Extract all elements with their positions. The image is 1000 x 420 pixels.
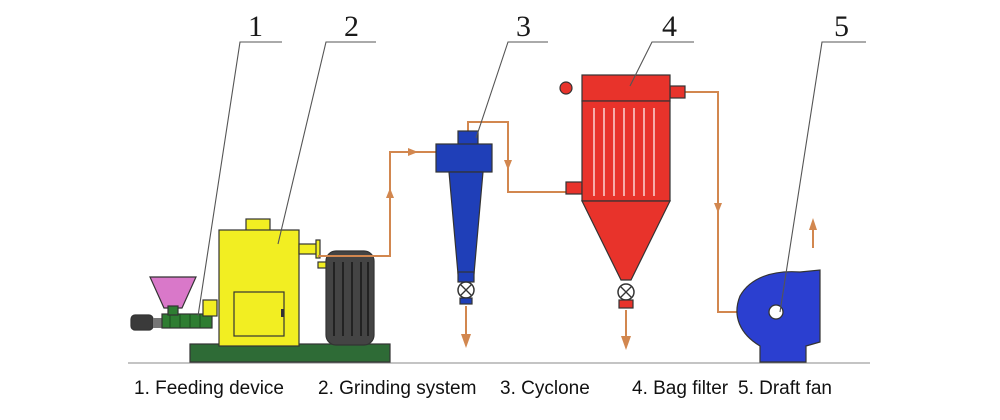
bag-filter-valve-top [559,81,573,95]
grinding-system [218,218,375,347]
leader-2 [277,41,376,245]
feeding-device [130,276,218,331]
pipe-arrow-down-2 [714,203,722,213]
callout-number-4: 4 [662,10,677,43]
grinder-door [233,291,285,337]
callout-leaders [197,41,866,317]
caption-cyclone: 3. Cyclone [500,378,590,399]
bag-filter-top [581,74,671,102]
pipework [318,91,776,313]
equipment-base [189,343,391,363]
pipe-arrow-up [386,188,394,198]
pipe-arrow-right [408,148,418,156]
fan-inlet [768,304,784,320]
cyclone-outlet-pipe [457,130,479,146]
caption-feeding-device: 1. Feeding device [134,378,284,399]
leader-3 [475,41,548,139]
caption-bag-filter: 4. Bag filter [632,378,729,399]
feeder-hopper [149,276,197,309]
feeder-motor [130,314,154,331]
bag-filter-hopper [581,200,671,281]
bag-filter-outlet [669,85,686,99]
callout-number-5: 5 [834,10,849,43]
caption-draft-fan: 5. Draft fan [738,378,832,399]
pipe-cyclone-to-filter [467,121,568,193]
leader-5 [779,41,866,313]
leader-1 [197,41,282,317]
bag-filter-discharge-arrow [621,336,631,350]
fan-exhaust-arrow [809,218,817,230]
cyclone-discharge-arrow [461,334,471,348]
draft-fan [736,218,821,363]
cyclone-inlet [435,143,493,173]
bag-filter-body [581,100,671,202]
caption-grinding-system: 2. Grinding system [318,378,476,399]
callout-number-1: 1 [248,10,263,43]
cyclone-cone [448,171,484,275]
callout-number-3: 3 [516,10,531,43]
grinder-outlet [298,243,318,255]
leader-4 [629,41,694,87]
bag-filter [559,74,686,350]
pipe-arrow-down [504,160,512,170]
pipe-grinder-to-cyclone [318,151,436,257]
cyclone [435,130,493,348]
callout-number-2: 2 [344,10,359,43]
